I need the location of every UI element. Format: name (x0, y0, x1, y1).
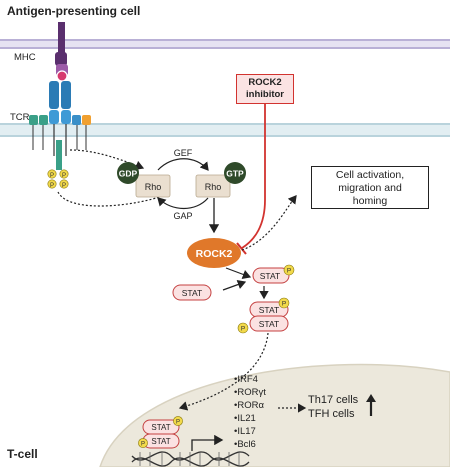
gtp-label: GTP (226, 169, 244, 179)
gdp-circle (117, 162, 139, 184)
phospho-dot (59, 179, 69, 189)
stat-label: STAT (259, 319, 279, 329)
phospho-label: P (50, 173, 54, 179)
phospho-label: P (141, 442, 145, 448)
inhibitor-line2: inhibitor (246, 89, 284, 100)
tcell-membrane (0, 123, 450, 137)
dna-helix (131, 451, 250, 467)
rho-right-label: Rho (205, 182, 222, 192)
rock2-ellipse (187, 238, 241, 268)
rock2-to-outcome-arrow (241, 195, 297, 251)
outcome-line1: Cell activation, (335, 169, 405, 181)
stat-dimer-bottom (249, 315, 289, 332)
rho-cycle (117, 158, 246, 234)
rho-left-box (135, 174, 171, 198)
phospho-label: P (176, 420, 180, 426)
gap-arrow (157, 197, 209, 210)
phospho-label: P (50, 183, 54, 189)
gene-item: •IRF4 (234, 374, 258, 385)
inhibition-line (236, 104, 266, 255)
cell-activation-box: Cell activation, migration and homing (311, 166, 429, 209)
stat-label: STAT (151, 437, 170, 446)
stat-label: STAT (260, 271, 280, 281)
outcome-line3: homing (352, 195, 388, 207)
gene-item: •IL21 (234, 413, 256, 424)
gtp-circle (224, 162, 246, 184)
stat-label: STAT (259, 305, 279, 315)
gap-label: GAP (173, 211, 192, 221)
inhibitor-line1: ROCK2 (248, 77, 282, 88)
tfh-label: TFH cells (308, 408, 355, 420)
tcell-title: T-cell (7, 447, 38, 461)
nuclear-stat (138, 416, 183, 449)
transcription-arrow (191, 434, 224, 451)
gene-item: •RORγt (234, 387, 266, 398)
stat-label: STAT (151, 423, 170, 432)
th17-label: Th17 cells (308, 394, 359, 406)
gene-item: •RORα (234, 400, 264, 411)
stat-phos (252, 267, 290, 284)
stat-label: STAT (182, 288, 202, 298)
rock2-inhibitor-box: ROCK2 inhibitor (236, 74, 294, 104)
stat-to-nucleus-arrow (178, 332, 269, 411)
phospho-dot (59, 169, 69, 179)
tcr-signal-arrow (57, 191, 166, 207)
gdp-label: GDP (119, 169, 138, 179)
stat-to-pstat-arrow (222, 279, 247, 291)
tcr-complex (29, 81, 91, 170)
phospho-label: P (62, 173, 66, 179)
phospho-label: P (282, 301, 286, 308)
phospho-label: P (241, 326, 245, 333)
rho-right-box (195, 174, 231, 198)
phospho-label: P (62, 183, 66, 189)
mhc-molecule (55, 22, 68, 82)
gene-item: •IL17 (234, 426, 256, 437)
apc-membrane (0, 39, 450, 49)
stat-shapes (172, 264, 295, 334)
mhc-label: MHC (14, 52, 36, 63)
gef-arrow (157, 158, 209, 171)
rock2-to-stat-arrow (225, 267, 252, 279)
gene-item: •Bcl6 (234, 439, 256, 450)
increase-arrow-icon (366, 394, 376, 416)
tcr-phospho-group: P P P P (47, 169, 69, 189)
rho-left-label: Rho (145, 182, 162, 192)
nucleus (99, 363, 450, 467)
outcome-line2: migration and (338, 182, 402, 194)
phospho-dot (47, 179, 57, 189)
tcr-to-rho-arrow (69, 149, 145, 170)
apc-title: Antigen-presenting cell (7, 4, 141, 18)
stat-unphos (172, 284, 212, 301)
gene-list: •IRF4 •RORγt •RORα •IL21 •IL17 •Bcl6 (234, 373, 266, 451)
effector-cells: Th17 cells TFH cells (308, 393, 358, 421)
gef-label: GEF (174, 148, 193, 158)
rock2-label: ROCK2 (196, 248, 233, 260)
phospho-dot (47, 169, 57, 179)
phospho-label: P (287, 268, 291, 275)
tcr-label: TCR (10, 112, 30, 123)
